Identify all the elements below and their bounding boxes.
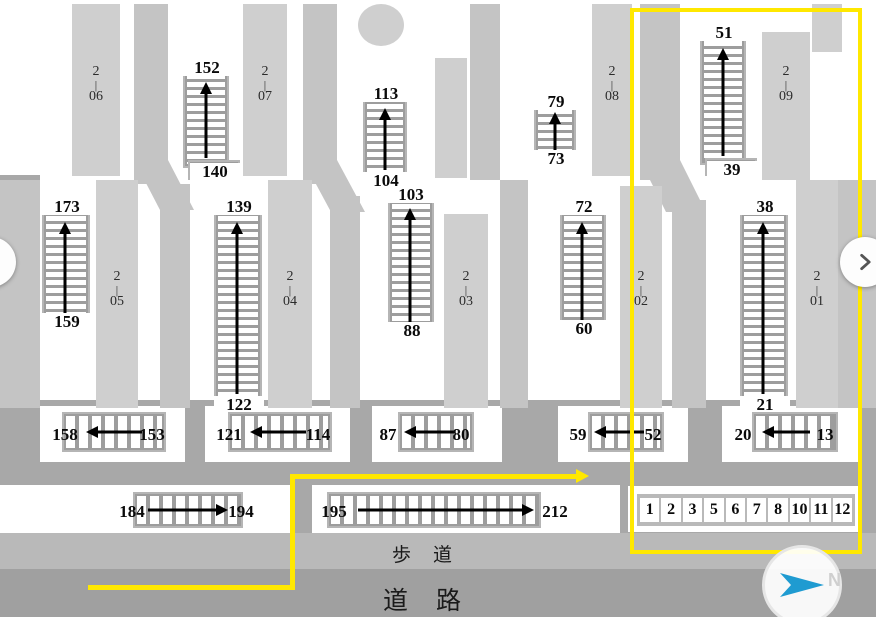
building-block-2-05	[96, 180, 138, 408]
block-184-194-arrow	[148, 502, 228, 518]
label-113: 113	[362, 85, 410, 102]
label-103: 103	[386, 186, 436, 203]
building-block-2-03	[444, 214, 488, 408]
chevron-right-icon	[860, 253, 871, 271]
label-52: 52	[644, 425, 662, 444]
label-21: 21	[740, 396, 790, 413]
block-195-212-arrow	[358, 502, 534, 518]
block-113-104-arrow	[374, 108, 396, 170]
label-122: 122	[214, 396, 264, 413]
building-block-2-08	[592, 4, 632, 176]
label-194: 194	[228, 502, 254, 521]
label-73: 73	[534, 150, 578, 167]
drive-lane-3	[470, 4, 500, 180]
label-158: 158	[52, 425, 78, 444]
chevron-left-icon	[0, 252, 1, 272]
building-block-2-02	[620, 186, 662, 408]
building-block-2-01	[796, 180, 838, 408]
label-152: 152	[183, 59, 231, 76]
label-121: 121	[216, 425, 242, 444]
label-139: 139	[214, 198, 264, 215]
block-38-21-arrow	[752, 222, 774, 394]
visitor-stall[interactable]: 8	[768, 498, 788, 522]
route-segment-horizontal-bottom	[88, 585, 293, 590]
building-block-2-06	[72, 4, 120, 176]
prev-page-button[interactable]	[0, 237, 16, 287]
route-arrowhead	[576, 469, 589, 483]
next-page-button[interactable]	[840, 237, 876, 287]
visitor-stall[interactable]: 5	[704, 498, 724, 522]
label-195: 195	[321, 502, 347, 521]
block-103-88-arrow	[399, 208, 421, 324]
label-79: 79	[534, 93, 578, 110]
label-140: 140	[190, 163, 240, 180]
visitor-stall[interactable]: 7	[747, 498, 767, 522]
building-block-2-04	[268, 180, 312, 408]
label-212: 212	[542, 502, 568, 521]
route-segment-vertical	[290, 474, 295, 590]
lower-drive-lane-3	[500, 180, 528, 408]
block-20-13-arrow	[762, 424, 810, 440]
block-72-60-arrow	[571, 222, 593, 320]
lower-drive-lane-5	[838, 180, 876, 408]
visitor-stall[interactable]: 12	[832, 498, 853, 522]
block-59-52-arrow	[594, 424, 644, 440]
label-184: 184	[119, 502, 145, 521]
block-139-122-arrow	[226, 222, 248, 394]
drive-lane-2	[303, 4, 337, 184]
rotary-circle	[358, 4, 404, 46]
upper-asphalt-band	[0, 0, 876, 12]
visitor-stall[interactable]: 2	[661, 498, 681, 522]
label-87: 87	[379, 425, 397, 444]
visitor-stall[interactable]: 3	[682, 498, 703, 522]
visitor-stall[interactable]: 10	[789, 498, 810, 522]
compass-rose: N	[762, 545, 842, 617]
lower-drive-lane-2	[330, 196, 360, 408]
block-51-39-arrow	[712, 48, 734, 156]
drive-lane-4	[640, 4, 680, 180]
caption-sidewalk: 歩 道	[392, 544, 461, 566]
label-88: 88	[388, 322, 436, 339]
lower-drive-lane-1	[160, 184, 190, 408]
route-segment-horizontal-top	[290, 474, 580, 479]
label-173: 173	[42, 198, 92, 215]
building-block-topright	[812, 4, 842, 52]
block-87-80-arrow	[404, 424, 454, 440]
label-59: 59	[569, 425, 587, 444]
label-39: 39	[707, 161, 757, 178]
block-152-140-arrow	[195, 82, 217, 158]
building-block-2-09	[762, 32, 810, 180]
block-121-114-arrow	[250, 424, 306, 440]
building-block-2-07	[243, 4, 287, 176]
block-158-153-arrow	[86, 424, 142, 440]
visitor-stall[interactable]: 11	[811, 498, 831, 522]
label-153: 153	[139, 425, 165, 444]
visitor-stall[interactable]: 6	[725, 498, 746, 522]
label-13: 13	[816, 425, 834, 444]
drive-lane-1	[134, 4, 168, 184]
label-72: 72	[560, 198, 608, 215]
label-159: 159	[42, 313, 92, 330]
compass-arrow-icon	[780, 573, 824, 597]
caption-road: 道 路	[383, 586, 471, 615]
label-51: 51	[700, 24, 748, 41]
label-80: 80	[452, 425, 470, 444]
compass-north-label: N	[828, 570, 841, 590]
label-20: 20	[734, 425, 752, 444]
road-band	[0, 569, 876, 617]
label-114: 114	[305, 425, 331, 444]
building-block-upper-mid	[435, 58, 467, 178]
label-38: 38	[740, 198, 790, 215]
lower-drive-lane-0	[0, 180, 40, 408]
visitor-stall[interactable]: 1	[640, 498, 660, 522]
block-173-159-arrow	[54, 222, 76, 320]
block-79-73-arrow	[544, 112, 566, 154]
label-60: 60	[560, 320, 608, 337]
label-104: 104	[362, 172, 410, 189]
lower-drive-lane-4	[672, 200, 706, 408]
